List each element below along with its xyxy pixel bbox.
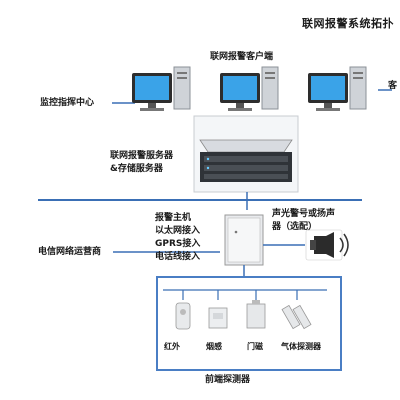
computer-icon-3 [308, 66, 367, 111]
door-contact-icon [246, 300, 266, 329]
smoke-detector-icon [208, 307, 228, 329]
host-label-line2: 以太网接入 [155, 226, 201, 236]
alarm-host-icon [224, 214, 264, 266]
diagram-title: 联网报警系统拓扑 [302, 17, 394, 30]
server-label-line1: 联网报警服务器 [110, 151, 174, 161]
monitoring-center-label: 监控指挥中心 [40, 98, 95, 108]
computer-icon-2 [220, 66, 279, 111]
sensor-group-box [156, 276, 342, 371]
client-label: 联网报警客户端 [210, 52, 274, 62]
server-label-line2: &存储服务器 [110, 164, 163, 174]
sensor-label-door: 门磁 [247, 342, 263, 351]
gas-detector-icon [281, 304, 312, 330]
network-label: 电信网络运营商 [38, 247, 102, 257]
sensor-label-infrared: 红外 [164, 342, 180, 351]
siren-label-line2: 器（选配） [272, 222, 318, 232]
computer-icon-1 [132, 66, 191, 111]
host-label-line4: 电话线接入 [155, 252, 201, 262]
field-detectors-label: 前端探测器 [205, 375, 251, 385]
infrared-sensor-icon [175, 302, 191, 330]
host-label-line1: 报警主机 [155, 213, 192, 223]
sensor-label-smoke: 烟感 [206, 342, 222, 351]
cutoff-label: 客 [388, 81, 398, 91]
sensor-label-gas: 气体探测器 [281, 342, 321, 351]
server-icon [199, 139, 293, 182]
siren-icon [305, 229, 349, 261]
host-label-line3: GPRS接入 [155, 239, 201, 249]
siren-label-line1: 声光警号或扬声 [272, 209, 336, 219]
